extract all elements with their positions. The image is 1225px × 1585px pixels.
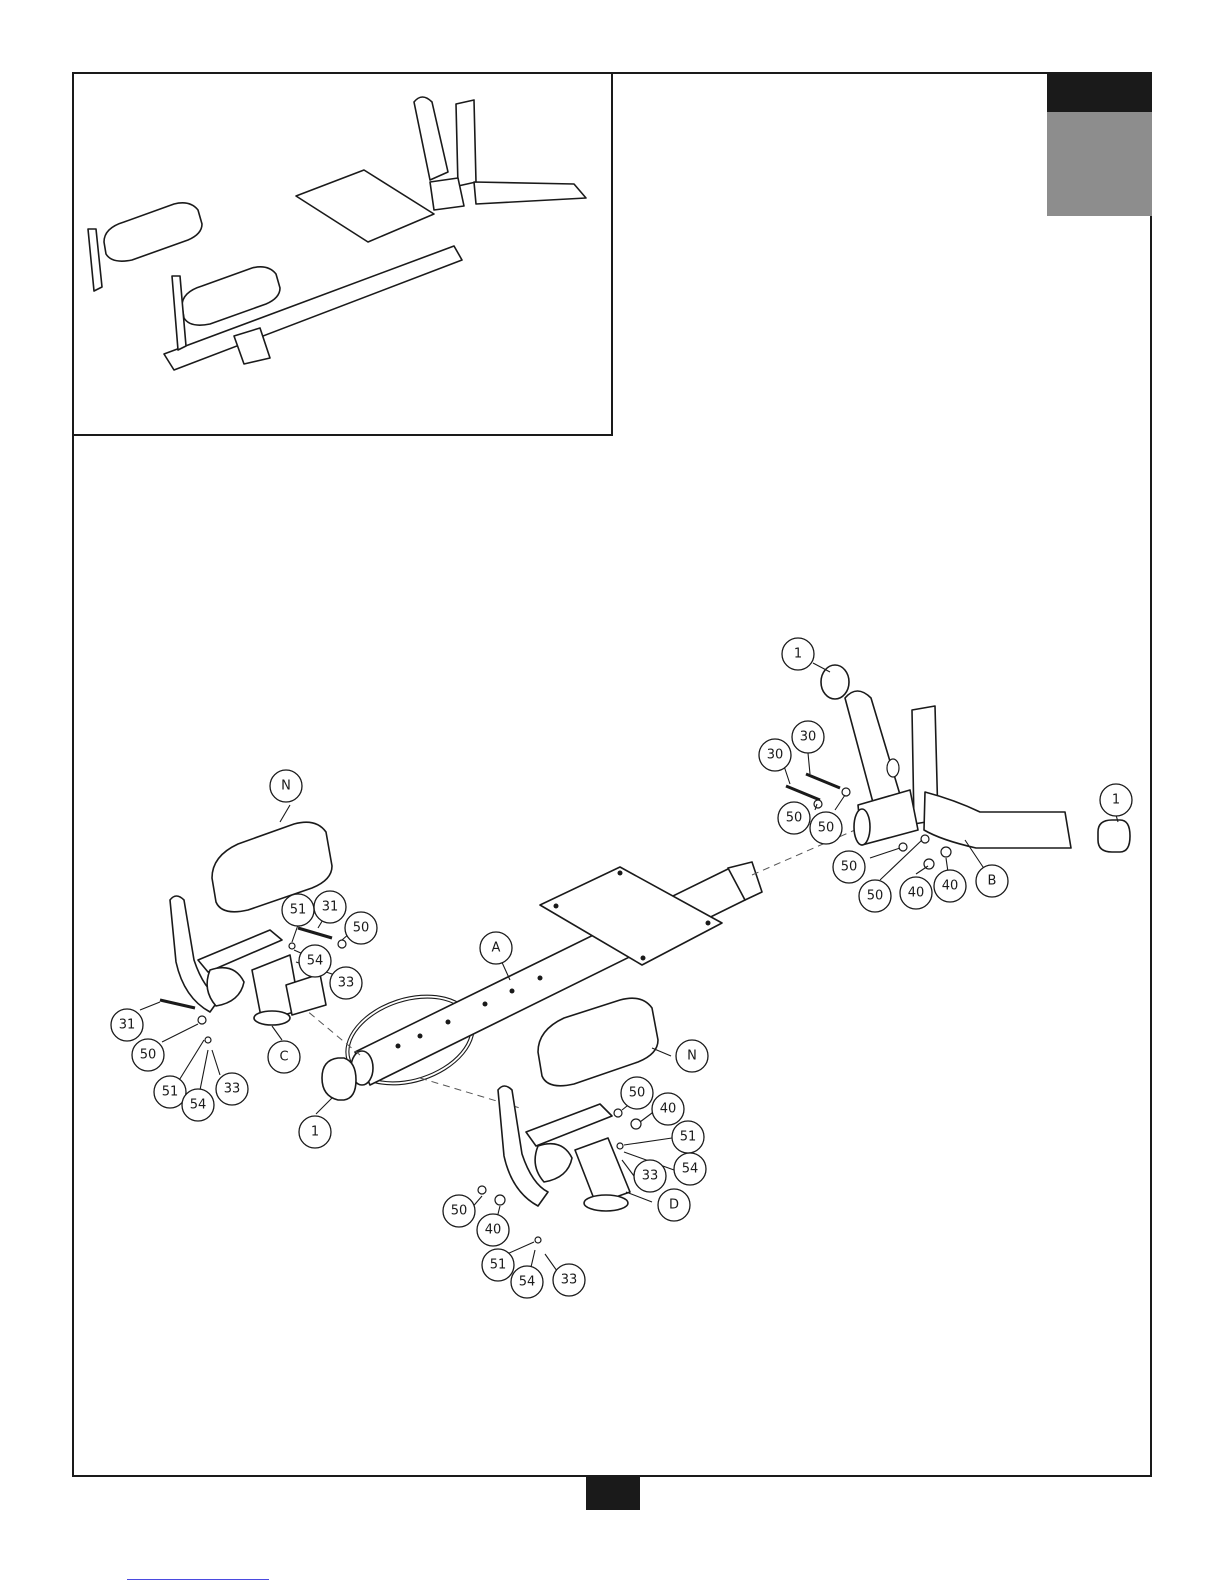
- svg-text:33: 33: [642, 1169, 659, 1184]
- callout-40-rear-b: 40: [934, 870, 966, 902]
- svg-text:54: 54: [519, 1275, 536, 1290]
- callout-1-top: 1: [782, 638, 814, 670]
- end-cap-left: [322, 1058, 356, 1100]
- callout-54-c-top: 54: [299, 945, 331, 977]
- svg-text:50: 50: [841, 860, 858, 875]
- callout-50-rear-b: 50: [810, 812, 842, 844]
- svg-text:N: N: [687, 1049, 697, 1064]
- callout-A: A: [480, 932, 512, 964]
- bolt-31-top: [298, 928, 332, 938]
- callout-30-lower: 30: [759, 739, 791, 771]
- callout-33-d-top: 33: [634, 1160, 666, 1192]
- callout-31-c-left: 31: [111, 1009, 143, 1041]
- svg-text:N: N: [281, 779, 291, 794]
- pad-N-left: [212, 822, 332, 912]
- callout-C: C: [268, 1041, 300, 1073]
- callout-40-d-top: 40: [652, 1093, 684, 1125]
- callout-40-rear-a: 40: [900, 877, 932, 909]
- callout-54-d-bottom: 54: [511, 1266, 543, 1298]
- callout-B: B: [976, 865, 1008, 897]
- svg-text:40: 40: [942, 879, 959, 894]
- svg-text:B: B: [988, 874, 997, 889]
- callout-51-d-bottom: 51: [482, 1249, 514, 1281]
- callout-54-d-top: 54: [674, 1153, 706, 1185]
- callout-54-c-bottom: 54: [182, 1089, 214, 1121]
- svg-text:50: 50: [818, 821, 835, 836]
- svg-text:A: A: [492, 941, 501, 956]
- svg-text:54: 54: [307, 954, 324, 969]
- callout-1-left: 1: [299, 1116, 331, 1148]
- bracket-C-side: [207, 968, 244, 1006]
- svg-text:50: 50: [140, 1048, 157, 1063]
- svg-text:54: 54: [190, 1098, 207, 1113]
- bolt-30-a: [786, 786, 820, 800]
- callout-50-rear-d: 50: [859, 880, 891, 912]
- callout-51-c-top: 51: [282, 894, 314, 926]
- end-cap-top: [821, 665, 849, 699]
- callout-N-left: N: [270, 770, 302, 802]
- svg-text:51: 51: [490, 1258, 507, 1273]
- foot-C: [254, 1011, 290, 1025]
- svg-text:C: C: [279, 1050, 288, 1065]
- svg-text:1: 1: [1112, 793, 1120, 808]
- svg-text:40: 40: [485, 1223, 502, 1238]
- svg-text:40: 40: [908, 886, 925, 901]
- callout-N-right: N: [676, 1040, 708, 1072]
- bolt-31-left: [160, 1000, 195, 1008]
- callout-33-c-top: 33: [330, 967, 362, 999]
- svg-text:30: 30: [800, 730, 817, 745]
- svg-text:33: 33: [338, 976, 355, 991]
- callout-D: D: [658, 1189, 690, 1221]
- callout-40-d-bottom: 40: [477, 1214, 509, 1246]
- end-cap-right: [1098, 820, 1130, 852]
- bolt-30-b: [806, 774, 840, 788]
- svg-text:1: 1: [311, 1125, 319, 1140]
- svg-text:D: D: [669, 1198, 679, 1213]
- svg-text:33: 33: [224, 1082, 241, 1097]
- rear-tube-B: [845, 691, 901, 810]
- bracket-D-plate: [526, 1104, 612, 1146]
- rear-bracket-B-opening: [854, 809, 870, 845]
- callout-30-upper: 30: [792, 721, 824, 753]
- callout-50-rear-c: 50: [833, 851, 865, 883]
- svg-text:51: 51: [290, 903, 307, 918]
- callout-1-right: 1: [1100, 784, 1132, 816]
- rear-foot-B: [924, 792, 1071, 848]
- callout-51-d-top: 51: [672, 1121, 704, 1153]
- callout-51-c-bottom: 51: [154, 1076, 186, 1108]
- foot-D: [584, 1195, 628, 1211]
- svg-text:50: 50: [786, 811, 803, 826]
- callout-33-d-bottom: 33: [553, 1264, 585, 1296]
- callout-50-c-top: 50: [345, 912, 377, 944]
- pad-N-right: [538, 998, 658, 1086]
- callout-50-d-top: 50: [621, 1077, 653, 1109]
- svg-text:54: 54: [682, 1162, 699, 1177]
- svg-text:50: 50: [867, 889, 884, 904]
- callout-33-c-bottom: 33: [216, 1073, 248, 1105]
- svg-text:51: 51: [680, 1130, 697, 1145]
- callout-50-c-left: 50: [132, 1039, 164, 1071]
- svg-text:31: 31: [119, 1018, 136, 1033]
- callout-31-c-top: 31: [314, 891, 346, 923]
- bracket-D-side: [535, 1144, 572, 1182]
- svg-text:40: 40: [660, 1102, 677, 1117]
- svg-text:50: 50: [629, 1086, 646, 1101]
- svg-text:1: 1: [794, 647, 802, 662]
- svg-text:33: 33: [561, 1273, 578, 1288]
- svg-text:31: 31: [322, 900, 339, 915]
- callout-50-d-bottom: 50: [443, 1195, 475, 1227]
- align-line-C-rail: [300, 1005, 360, 1055]
- svg-text:30: 30: [767, 748, 784, 763]
- svg-text:51: 51: [162, 1085, 179, 1100]
- callout-50-rear-a: 50: [778, 802, 810, 834]
- svg-text:50: 50: [451, 1204, 468, 1219]
- svg-text:50: 50: [353, 921, 370, 936]
